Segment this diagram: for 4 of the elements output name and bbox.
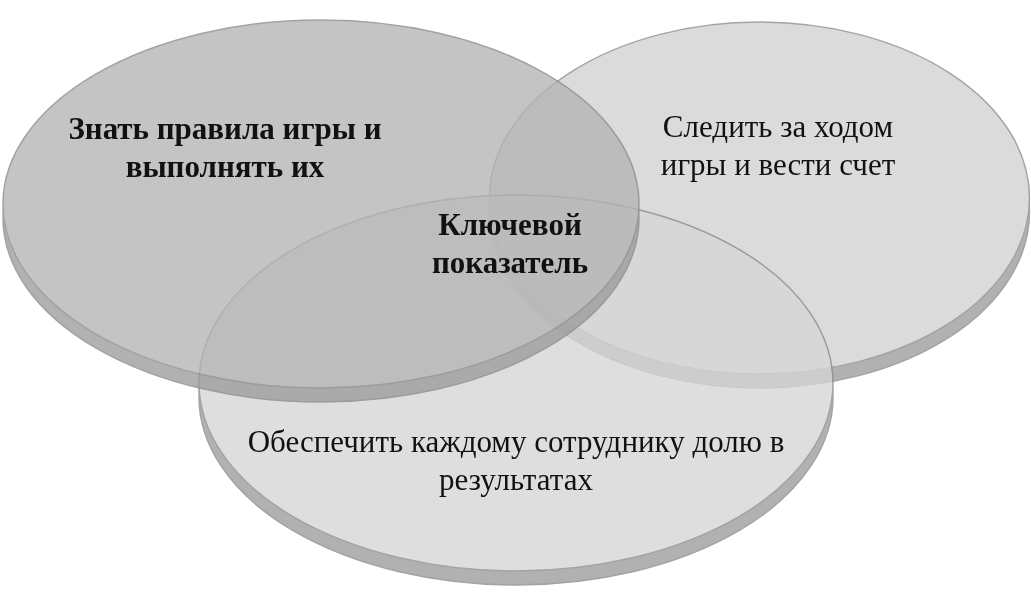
- center-text: Ключевой показатель: [430, 206, 590, 282]
- circle-text: Обеспечить каждому сотруднику долю в результатах: [246, 423, 786, 499]
- circle-text: Знать правила игры и выполнять их: [67, 110, 383, 186]
- circle-text: Следить за ходом игры и вести счет: [659, 108, 897, 184]
